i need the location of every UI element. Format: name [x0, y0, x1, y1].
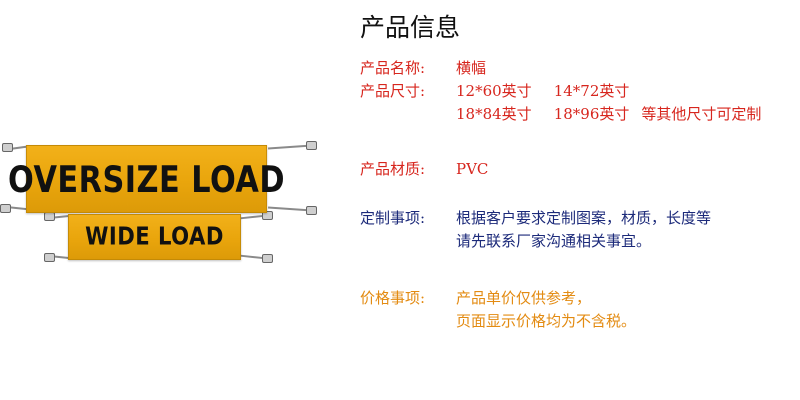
- product-size-row: 产品尺寸: 12*60英寸 14*72英寸 18*84英寸 18*96英寸等其他尺寸…: [360, 80, 761, 126]
- size-option: 14*72英寸: [553, 82, 630, 100]
- clip-icon: [0, 204, 11, 213]
- product-image: OVERSIZE LOAD WIDE LOAD: [0, 120, 330, 280]
- price-notes-row: 价格事项: 产品单价仅供参考， 页面显示价格均为不含税。: [360, 287, 636, 333]
- product-material-value: PVC: [456, 160, 489, 178]
- banner-small-text: WIDE LOAD: [85, 222, 224, 252]
- size-option: 18*96英寸: [553, 105, 630, 123]
- clip-icon: [2, 143, 13, 152]
- product-info: 产品信息 产品名称: 横幅 产品尺寸: 12*60英寸 14*72英寸 18*84英…: [360, 0, 798, 400]
- custom-notes-label: 定制事项:: [360, 209, 426, 227]
- price-line: 页面显示价格均为不含税。: [456, 312, 637, 330]
- product-material-label: 产品材质:: [360, 160, 426, 178]
- product-size-label: 产品尺寸:: [360, 82, 426, 100]
- clip-icon: [306, 141, 317, 150]
- banner-large-text: OVERSIZE LOAD: [8, 157, 286, 201]
- info-title: 产品信息: [360, 13, 461, 42]
- custom-notes-row: 定制事项: 根据客户要求定制图案，材质，长度等 请先联系厂家沟通相关事宜。: [360, 207, 711, 253]
- product-size-values: 12*60英寸 14*72英寸 18*84英寸 18*96英寸等其他尺寸可定制: [456, 80, 761, 126]
- custom-line: 请先联系厂家沟通相关事宜。: [456, 232, 652, 250]
- product-name-row: 产品名称: 横幅: [360, 57, 486, 80]
- size-option: 18*84英寸: [456, 105, 532, 123]
- price-line: 产品单价仅供参考，: [456, 289, 592, 307]
- size-note: 等其他尺寸可定制: [641, 105, 762, 123]
- clip-icon: [44, 212, 55, 221]
- product-material-row: 产品材质: PVC: [360, 158, 488, 181]
- product-name-label: 产品名称:: [360, 59, 426, 77]
- custom-line: 根据客户要求定制图案，材质，长度等: [456, 209, 712, 227]
- wide-load-banner: WIDE LOAD: [68, 214, 241, 260]
- size-line-1: 12*60英寸 14*72英寸: [456, 80, 761, 103]
- clip-icon: [262, 254, 273, 263]
- clip-icon: [44, 253, 55, 262]
- clip-icon: [262, 211, 273, 220]
- oversize-load-banner: OVERSIZE LOAD: [8, 145, 285, 213]
- custom-notes-values: 根据客户要求定制图案，材质，长度等 请先联系厂家沟通相关事宜。: [456, 207, 711, 253]
- size-line-2: 18*84英寸 18*96英寸等其他尺寸可定制: [456, 103, 761, 126]
- size-option: 12*60英寸: [456, 82, 532, 100]
- price-notes-values: 产品单价仅供参考， 页面显示价格均为不含税。: [456, 287, 636, 333]
- product-name-value: 横幅: [456, 59, 487, 77]
- clip-icon: [306, 206, 317, 215]
- price-notes-label: 价格事项:: [360, 289, 426, 307]
